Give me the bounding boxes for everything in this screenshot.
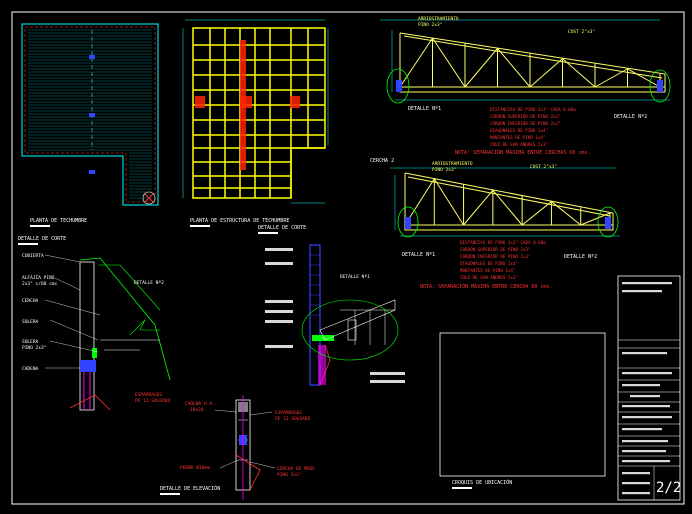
elevation-perno: PERNO Ø10mm: [180, 464, 210, 471]
truss-1-detail-2-label: DETALLE Nº2: [614, 114, 647, 120]
truss-1[interactable]: [380, 19, 671, 104]
elevation-esp: ESPARRAGOS: [275, 410, 302, 416]
elevation-underline: [160, 493, 180, 495]
svg-text:CUBIERTA: CUBIERTA: [22, 253, 44, 259]
sheet-border: [11, 11, 685, 505]
svg-text:DIAGONALES DE PINO 1x4": DIAGONALES DE PINO 1x4": [490, 128, 548, 133]
elevation-cadena: CADENA H.A.: [185, 401, 215, 407]
truss-2-brace-sub: PINO 2x3": [432, 167, 456, 173]
truss-1-detail-1-callout[interactable]: [386, 68, 410, 104]
mid-section-callout-circle[interactable]: [301, 299, 399, 361]
elevation-title: DETALLE DE ELEVACIÓN: [160, 485, 220, 492]
svg-text:CORDON INFERIOR DE PINO 2x3": CORDON INFERIOR DE PINO 2x3": [460, 254, 531, 259]
elevation-cadena-sub: 10x20: [190, 407, 204, 413]
left-section-underline: [18, 243, 38, 245]
elevation-drawing[interactable]: [214, 395, 276, 500]
truss-2-cost-label: COST 2"x3": [530, 164, 557, 170]
svg-text:DISTANCIAS DE PINO 2x3" CADA 0: DISTANCIAS DE PINO 2x3" CADA 0.60m: [460, 240, 546, 245]
location-sketch-title: CROQUIS DE UBICACIÓN: [452, 479, 512, 486]
left-section-drawing[interactable]: [44, 254, 171, 411]
structure-plan-underline: [190, 225, 210, 227]
truss-2-brace-label: ARRIOSTRAMIENTO: [432, 161, 473, 167]
mid-section-underline: [258, 232, 278, 234]
svg-text:CRUZ DE SAN ANDRES 2x3": CRUZ DE SAN ANDRES 2x3": [490, 142, 548, 147]
north-arrow-icon: [142, 191, 156, 205]
svg-text:PINO 2x3": PINO 2x3": [22, 345, 46, 351]
truss-2-detail-2-label: DETALLE Nº2: [564, 254, 597, 260]
svg-text:CADENA: CADENA: [22, 366, 39, 372]
svg-text:CRUZ DE SAN ANDRES 2x3": CRUZ DE SAN ANDRES 2x3": [460, 275, 518, 280]
truss-1-note: NOTA: SEPARACIÓN MÁXIMA ENTRE CERCHAS 60…: [455, 149, 590, 156]
svg-text:CORDON SUPERIOR DE PINO 2x3": CORDON SUPERIOR DE PINO 2x3": [490, 114, 561, 119]
svg-text:CERCHA: CERCHA: [22, 298, 39, 304]
svg-text:MONTANTES DE PINO 1x4": MONTANTES DE PINO 1x4": [460, 268, 515, 273]
svg-text:CORDON INFERIOR DE PINO 2x3": CORDON INFERIOR DE PINO 2x3": [490, 121, 561, 126]
svg-text:DIAGONALES DE PINO 1x4": DIAGONALES DE PINO 1x4": [460, 261, 518, 266]
elevation-cercha-sub: PINO 2x3": [277, 472, 301, 478]
svg-text:MONTANTES DE PINO 1x4": MONTANTES DE PINO 1x4": [490, 135, 545, 140]
truss-2-title: CERCHA 2: [370, 158, 394, 164]
structure-plan-title: PLANTA DE ESTRUCTURA DE TECHUMBRE: [190, 218, 289, 224]
svg-text:ALFAJÍA PINO: ALFAJÍA PINO: [22, 273, 55, 281]
truss-2-detail-1-callout[interactable]: [397, 206, 419, 238]
elevation-esp-sub: PE 12 SOLDADO: [275, 416, 311, 422]
svg-text:2x3" c/60 cms: 2x3" c/60 cms: [22, 281, 58, 287]
location-sketch-underline: [452, 487, 472, 489]
left-section-anchor: ESPARRAGOS: [135, 392, 162, 398]
left-section-labels: CUBIERTA ALFAJÍA PINO 2x3" c/60 cms CERC…: [22, 253, 58, 372]
truss-2-specs: DISTANCIAS DE PINO 2x3" CADA 0.60m CORDO…: [460, 240, 546, 280]
svg-text:SOLERA: SOLERA: [22, 319, 39, 325]
truss-1-cost-label: COST 2"x3": [568, 29, 595, 35]
left-section-callout: DETALLE Nº2: [134, 280, 164, 286]
roof-plan-title: PLANTA DE TECHUMBRE: [30, 218, 87, 224]
svg-text:SOLERA: SOLERA: [22, 339, 39, 345]
sheet-number: 2/2: [656, 480, 681, 496]
truss-1-brace-sub: PINO 2x3": [418, 22, 442, 28]
title-block[interactable]: [617, 275, 681, 501]
truss-2-detail-1-label: DETALLE Nº1: [402, 252, 435, 258]
svg-text:CORDON SUPERIOR DE PINO 2x3": CORDON SUPERIOR DE PINO 2x3": [460, 247, 531, 252]
svg-text:DISTANCIAS DE PINO 2x3" CADA 0: DISTANCIAS DE PINO 2x3" CADA 0.60m: [490, 107, 576, 112]
structure-plan[interactable]: [182, 19, 329, 204]
mid-section-title: DETALLE DE CORTE: [258, 225, 306, 231]
truss-2-note: NOTA: SEPARACIÓN MÁXIMA ENTRE CERCHA 60 …: [420, 283, 552, 290]
truss-1-detail-2-callout[interactable]: [649, 69, 671, 103]
location-sketch-frame[interactable]: [439, 332, 606, 477]
roof-plan-underline: [30, 225, 50, 227]
mid-section-callout: DETALLE Nº1: [340, 274, 370, 280]
truss-1-detail-1-label: DETALLE Nº1: [408, 106, 441, 112]
mid-section-drawing[interactable]: [265, 244, 405, 386]
left-section-anchor-sub: PE 12 SOLDADO: [135, 398, 171, 404]
roof-plan[interactable]: [21, 23, 159, 206]
truss-2-detail-2-callout[interactable]: [597, 206, 619, 238]
truss-1-brace-label: ARRIOSTRAMIENTO: [418, 16, 459, 22]
truss-2[interactable]: [390, 167, 620, 238]
elevation-cercha: CERCHA DE MADE: [277, 466, 315, 472]
truss-1-specs: DISTANCIAS DE PINO 2x3" CADA 0.60m CORDO…: [490, 107, 576, 147]
left-section-title: DETALLE DE CORTE: [18, 236, 66, 242]
